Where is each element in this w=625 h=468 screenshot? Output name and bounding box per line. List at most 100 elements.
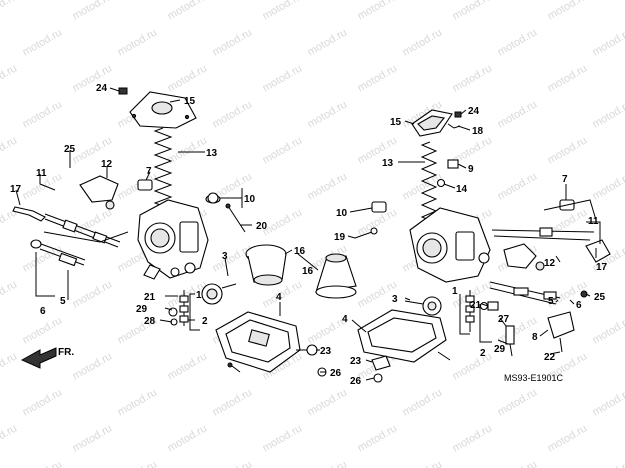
bracket-12-right bbox=[503, 243, 537, 269]
callout-10-left: 10 bbox=[244, 194, 256, 205]
watermark-text: motod.ru bbox=[211, 26, 255, 58]
watermark-text: motod.ru bbox=[401, 170, 445, 202]
watermark-text: motod.ru bbox=[356, 62, 400, 94]
watermark-text: motod.ru bbox=[211, 98, 255, 130]
watermark-text: motod.ru bbox=[356, 422, 400, 454]
watermark-text: motod.ru bbox=[211, 242, 255, 274]
callout-4-left: 4 bbox=[276, 292, 282, 303]
left-carburetor-assembly bbox=[12, 87, 327, 377]
callout-10-right: 10 bbox=[336, 208, 348, 219]
callout-29-right: 29 bbox=[494, 344, 506, 355]
callout-13-left: 13 bbox=[206, 148, 218, 159]
fuel-pipe-right bbox=[489, 281, 561, 305]
watermark-text: motod.ru bbox=[496, 386, 540, 418]
callout-16-left: 16 bbox=[294, 246, 306, 257]
part-3-left bbox=[201, 283, 237, 305]
watermark-text: motod.ru bbox=[401, 458, 445, 468]
watermark-text: motod.ru bbox=[166, 62, 210, 94]
watermark-text: motod.ru bbox=[0, 62, 19, 94]
watermark-text: motod.ru bbox=[71, 206, 115, 238]
watermark-text: motod.ru bbox=[306, 386, 350, 418]
callout-25-right: 25 bbox=[594, 292, 606, 303]
front-label: FR. bbox=[58, 347, 74, 358]
callout-labels: 24 15 13 25 12 7 11 17 10 20 16 3 6 5 21… bbox=[10, 83, 608, 387]
part-14 bbox=[436, 178, 446, 188]
watermark-text: motod.ru bbox=[166, 350, 210, 382]
callout-1-right: 1 bbox=[452, 286, 458, 297]
fuel-pipe-left bbox=[30, 231, 129, 267]
part-29-right bbox=[509, 343, 513, 357]
watermark-text: motod.ru bbox=[496, 98, 540, 130]
callout-23-right: 23 bbox=[350, 356, 362, 367]
watermark-text: motod.ru bbox=[401, 386, 445, 418]
watermark-text: motod.ru bbox=[21, 314, 65, 346]
watermark-text: motod.ru bbox=[21, 458, 65, 468]
callout-11-right: 11 bbox=[588, 216, 599, 227]
part-9 bbox=[447, 159, 459, 169]
part-8-22 bbox=[547, 311, 575, 353]
callout-14: 14 bbox=[456, 184, 468, 195]
callout-25-left: 25 bbox=[64, 144, 76, 155]
carb-body-left bbox=[137, 199, 209, 280]
screw-24-right bbox=[454, 111, 462, 118]
front-arrow: FR. bbox=[20, 347, 74, 369]
watermark-text: motod.ru bbox=[401, 26, 445, 58]
watermark-text: motod.ru bbox=[496, 170, 540, 202]
callout-24-right: 24 bbox=[468, 106, 480, 117]
watermark-text: motod.ru bbox=[451, 422, 495, 454]
watermark-text: motod.ru bbox=[166, 0, 210, 23]
right-carburetor-assembly bbox=[315, 109, 611, 383]
top-cover-left bbox=[129, 91, 197, 129]
callout-15-left: 15 bbox=[184, 96, 196, 107]
watermark-text: motod.ru bbox=[546, 422, 590, 454]
jets-right bbox=[465, 290, 489, 332]
carb-body-right bbox=[409, 207, 491, 283]
watermark-text: motod.ru bbox=[166, 422, 210, 454]
watermark-text: motod.ru bbox=[211, 458, 255, 468]
part-27 bbox=[505, 325, 515, 345]
callout-13-right: 13 bbox=[382, 158, 394, 169]
watermark-text: motod.ru bbox=[116, 26, 160, 58]
callout-6-left: 6 bbox=[40, 306, 46, 317]
callout-12-right: 12 bbox=[544, 258, 556, 269]
part-19 bbox=[354, 231, 373, 239]
bracket-12-left bbox=[79, 175, 119, 203]
watermark-text: motod.ru bbox=[116, 386, 160, 418]
callout-4-right: 4 bbox=[342, 314, 348, 325]
watermark-text: motod.ru bbox=[261, 422, 305, 454]
callout-3-left: 3 bbox=[222, 251, 228, 262]
watermark-text: motod.ru bbox=[261, 62, 305, 94]
watermark-text: motod.ru bbox=[591, 170, 625, 202]
watermark-text: motod.ru bbox=[546, 62, 590, 94]
clip-18 bbox=[447, 123, 461, 129]
watermark-text: motod.ru bbox=[71, 62, 115, 94]
part-3-right bbox=[404, 296, 442, 316]
linkage-7-right bbox=[543, 199, 597, 221]
callout-2-left: 2 bbox=[202, 316, 208, 327]
callout-24-left: 24 bbox=[96, 83, 108, 94]
callout-23-left: 23 bbox=[320, 346, 332, 357]
watermark-text: motod.ru bbox=[496, 458, 540, 468]
screw-chamber-right bbox=[437, 351, 451, 361]
screw-20 bbox=[227, 205, 246, 233]
callout-12-left: 12 bbox=[101, 159, 113, 170]
callout-5-left: 5 bbox=[60, 296, 66, 307]
watermark-text: motod.ru bbox=[591, 26, 625, 58]
callout-9: 9 bbox=[468, 164, 474, 175]
callout-20: 20 bbox=[256, 221, 268, 232]
watermark-text: motod.ru bbox=[451, 350, 495, 382]
callout-28: 28 bbox=[144, 316, 156, 327]
callout-11-left: 11 bbox=[36, 168, 47, 179]
watermark-text: motod.ru bbox=[356, 0, 400, 23]
drain-23-26-right bbox=[371, 355, 391, 383]
callout-3-right: 3 bbox=[392, 294, 398, 305]
part-21-right bbox=[487, 301, 499, 311]
leader-lines bbox=[15, 87, 601, 381]
watermark-text: motod.ru bbox=[451, 62, 495, 94]
callout-5-right: 5 bbox=[548, 296, 554, 307]
callout-17-right: 17 bbox=[596, 262, 608, 273]
watermark-text: motod.ru bbox=[591, 458, 625, 468]
watermark-text: motod.ru bbox=[451, 0, 495, 23]
watermark-text: motod.ru bbox=[591, 386, 625, 418]
